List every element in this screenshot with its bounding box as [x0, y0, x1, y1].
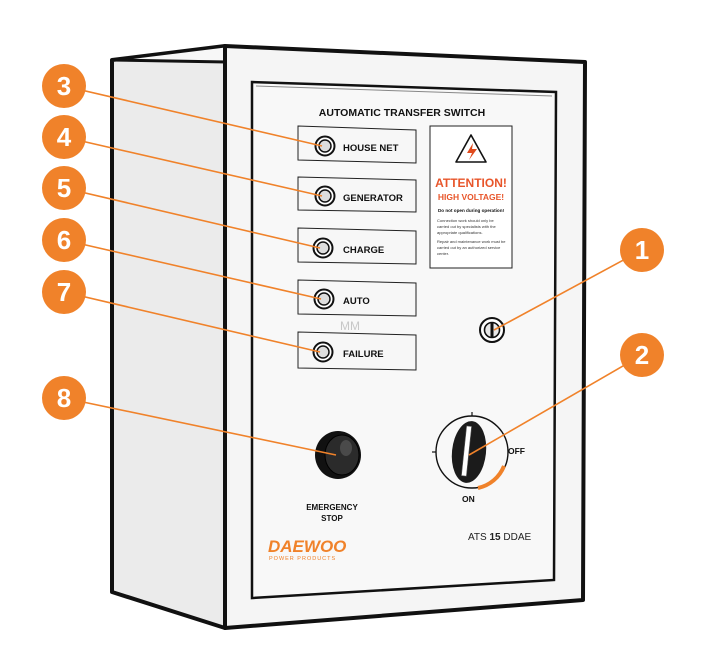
- rotary-switch[interactable]: OFF ON: [432, 412, 525, 504]
- model-number-bold: 15: [489, 532, 501, 543]
- leader-line-2: [468, 354, 643, 456]
- callout-number: 4: [57, 122, 72, 152]
- brand-name: DAEWOO: [268, 537, 346, 556]
- warning-subheading: HIGH VOLTAGE!: [438, 192, 504, 202]
- high-voltage-icon: [455, 134, 487, 163]
- callout-6: 6: [42, 218, 86, 262]
- indicator-list: HOUSE NET GENERATOR CHARGE AUTO FAILURE …: [297, 125, 417, 371]
- callout-number: 7: [57, 277, 71, 307]
- emergency-stop-button[interactable]: [315, 431, 361, 479]
- indicator-generator: GENERATOR: [297, 176, 417, 213]
- indicator-label: GENERATOR: [343, 193, 403, 204]
- key-lock[interactable]: [479, 317, 505, 343]
- switch-on-label: ON: [462, 494, 475, 504]
- watermark: MM: [340, 319, 360, 333]
- indicator-house-net: HOUSE NET: [297, 125, 417, 164]
- callout-number: 6: [57, 225, 71, 255]
- leader-line-7: [63, 291, 321, 353]
- door-top-highlight: [255, 85, 553, 97]
- callout-lines: [63, 85, 643, 456]
- warning-label: ATTENTION! HIGH VOLTAGE! Do not open dur…: [429, 125, 513, 269]
- callout-number: 8: [57, 383, 71, 413]
- leader-line-1: [493, 249, 643, 331]
- callout-number: 5: [57, 173, 71, 203]
- model-number: ATS 15 DDAE: [468, 532, 532, 543]
- leader-line-5: [63, 187, 321, 249]
- indicator-label: CHARGE: [343, 245, 384, 256]
- callout-4: 4: [42, 115, 86, 159]
- indicator-label: FAILURE: [343, 349, 384, 360]
- indicator-label: HOUSE NET: [343, 143, 399, 154]
- warning-para1-line1: Connection work should only be: [437, 218, 494, 223]
- emergency-stop-label-line1: EMERGENCY: [306, 503, 358, 512]
- indicator-charge: CHARGE: [297, 227, 417, 265]
- callout-8: 8: [42, 376, 86, 420]
- indicator-failure: FAILURE: [297, 331, 417, 371]
- switch-off-label: OFF: [508, 446, 525, 456]
- callout-number: 2: [635, 340, 649, 370]
- callout-2: 2: [620, 333, 664, 377]
- model-prefix: ATS: [468, 532, 489, 543]
- callout-5: 5: [42, 166, 86, 210]
- indicator-label: AUTO: [343, 296, 370, 307]
- cabinet-side-face: [110, 44, 227, 630]
- brand-tagline: POWER PRODUCTS: [269, 556, 336, 562]
- indicator-auto: AUTO: [297, 279, 417, 317]
- rotary-switch-indicator: [461, 425, 472, 477]
- warning-para2-line3: center.: [437, 251, 449, 256]
- warning-para1-line3: appropriate qualifications.: [437, 230, 483, 235]
- emergency-stop-label-line2: STOP: [321, 514, 343, 523]
- model-suffix: DDAE: [501, 532, 532, 543]
- key-slot-icon: [490, 323, 494, 337]
- panel-title: AUTOMATIC TRANSFER SWITCH: [319, 107, 485, 119]
- callout-7: 7: [42, 270, 86, 314]
- warning-para2-line2: carried out by an authorized service: [437, 245, 501, 250]
- brand-logo: DAEWOO POWER PRODUCTS: [268, 537, 346, 562]
- leader-line-6: [63, 239, 322, 300]
- warning-line: Do not open during operation!: [438, 208, 505, 213]
- rotary-switch-on-arc: [477, 465, 506, 490]
- callout-number: 3: [57, 71, 71, 101]
- leader-line-3: [63, 85, 323, 147]
- leader-line-8: [63, 397, 337, 456]
- callout-3: 3: [42, 64, 86, 108]
- leader-line-4: [63, 136, 323, 197]
- warning-para1-line2: carried out by specialists with the: [437, 224, 496, 229]
- warning-para2-line1: Repair and maintenance work must be: [437, 239, 506, 244]
- warning-heading: ATTENTION!: [435, 176, 507, 190]
- callout-1: 1: [620, 228, 664, 272]
- callout-number: 1: [635, 235, 649, 265]
